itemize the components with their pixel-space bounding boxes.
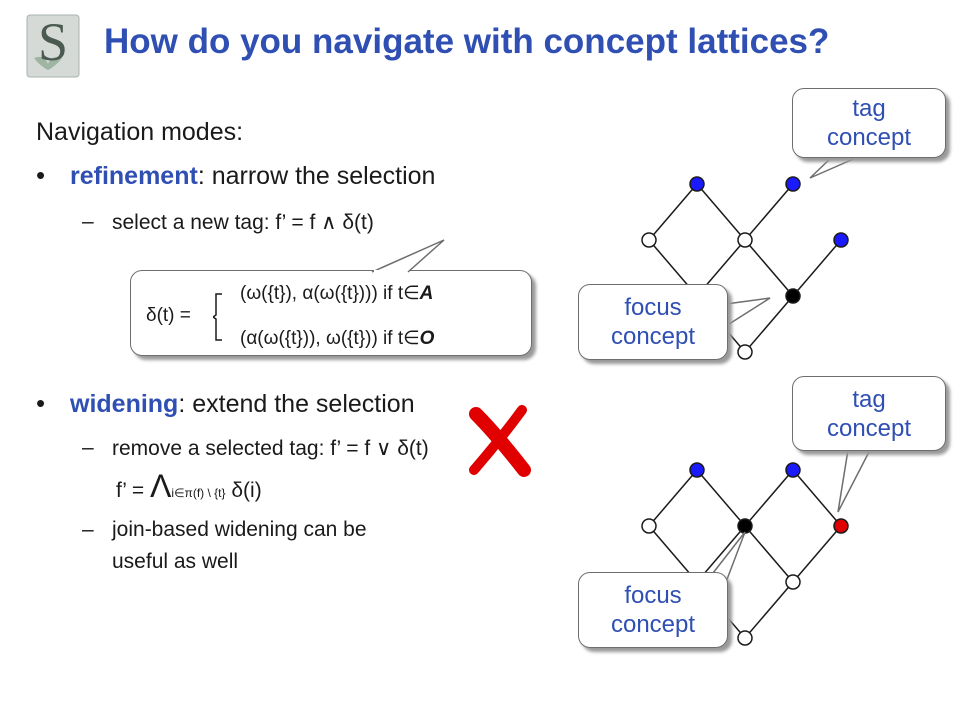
lattice-node — [785, 288, 801, 304]
refinement-keyword: refinement — [70, 162, 198, 190]
case1-set: A — [419, 283, 434, 304]
lattice-node — [785, 176, 801, 192]
callout-line: concept — [610, 611, 696, 638]
bullet-widening: • — [36, 388, 46, 418]
widening-sub: remove a selected tag: f’ = f ∨ δ(t) — [112, 437, 429, 460]
lattice-node — [737, 232, 753, 248]
logo: S — [26, 14, 80, 78]
widening-formula-lhs: f’ = — [116, 479, 145, 502]
lattice-node — [785, 462, 801, 478]
case1-element-of: ∈ — [403, 283, 420, 304]
delta-case-1: (ω({t}), α(ω({t}))) if t∈A — [240, 282, 433, 305]
refinement-sub: select a new tag: f’ = f ∧ δ(t) — [112, 211, 374, 234]
callout-line: focus — [624, 582, 682, 609]
case2-expression: (α(ω({t})), ω({t})) if t — [240, 328, 404, 349]
case1-expression: (ω({t}), α(ω({t}))) if t — [240, 283, 404, 304]
lattice-node — [833, 518, 849, 534]
callout-line: concept — [610, 323, 696, 350]
lattice-node — [737, 344, 753, 360]
red-cross-icon — [469, 405, 531, 477]
delta-definition-box — [130, 270, 532, 356]
callout-line: tag — [852, 385, 886, 413]
lattice-node — [737, 518, 753, 534]
lattice-node — [785, 574, 801, 590]
widening-formula-subscript: i∈π(f) \ {t} — [171, 486, 226, 500]
dash-refinement: – — [82, 210, 94, 233]
widening-description: : extend the selection — [178, 390, 415, 418]
lattice-node — [737, 630, 753, 646]
lattice-node — [833, 232, 849, 248]
widening-line: widening: extend the selection — [70, 390, 415, 419]
callout-line: focus — [624, 294, 682, 321]
intro-text: Navigation modes: — [36, 118, 244, 146]
dash-widening: – — [82, 436, 94, 459]
callout-line: concept — [826, 124, 912, 151]
lattice-node — [689, 176, 705, 192]
lattice-node — [641, 518, 657, 534]
refinement-description: : narrow the selection — [197, 162, 436, 190]
svg-text:S: S — [38, 14, 68, 72]
widening-keyword: widening — [70, 390, 179, 418]
callout-line: concept — [826, 414, 912, 442]
lattice-node — [689, 462, 705, 478]
meet-operator: Λ — [150, 468, 172, 504]
case-brace — [213, 293, 222, 341]
lattice-node — [641, 232, 657, 248]
delta-lhs: δ(t) = — [146, 305, 191, 326]
callout-line: tag — [852, 95, 886, 122]
widening-formula-rhs: δ(i) — [231, 479, 262, 502]
slide-title: How do you navigate with concept lattice… — [104, 22, 830, 61]
dash-join: – — [82, 518, 94, 541]
join-line-2: useful as well — [112, 550, 239, 573]
delta-case-2: (α(ω({t})), ω({t})) if t∈O — [240, 327, 434, 350]
case2-element-of: ∈ — [403, 328, 420, 349]
join-line-1: join-based widening can be — [112, 518, 367, 541]
widening-formula: f’ = Λi∈π(f) \ {t} δ(i) — [116, 468, 262, 505]
bullet-refinement: • — [36, 160, 46, 190]
case2-set: O — [419, 328, 435, 349]
refinement-line: refinement: narrow the selection — [70, 162, 435, 191]
